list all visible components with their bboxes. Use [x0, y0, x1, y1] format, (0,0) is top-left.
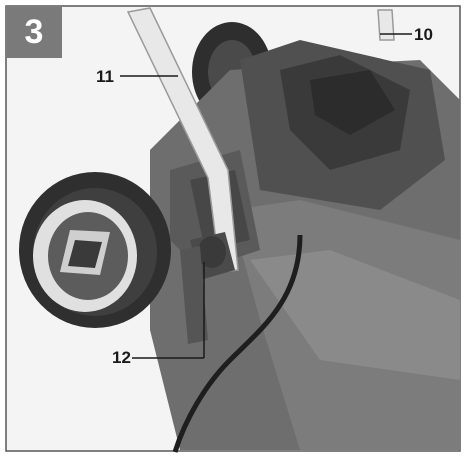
handle-clamp-knob: [180, 232, 235, 344]
callout-label-10: 10: [414, 25, 433, 44]
power-cable: [172, 234, 303, 453]
callout-label-11: 11: [96, 67, 114, 86]
mower-housing: [150, 40, 460, 450]
step-number-badge: 3: [6, 6, 62, 58]
callout-label-12: 12: [112, 348, 131, 367]
front-wheel: [19, 172, 171, 328]
